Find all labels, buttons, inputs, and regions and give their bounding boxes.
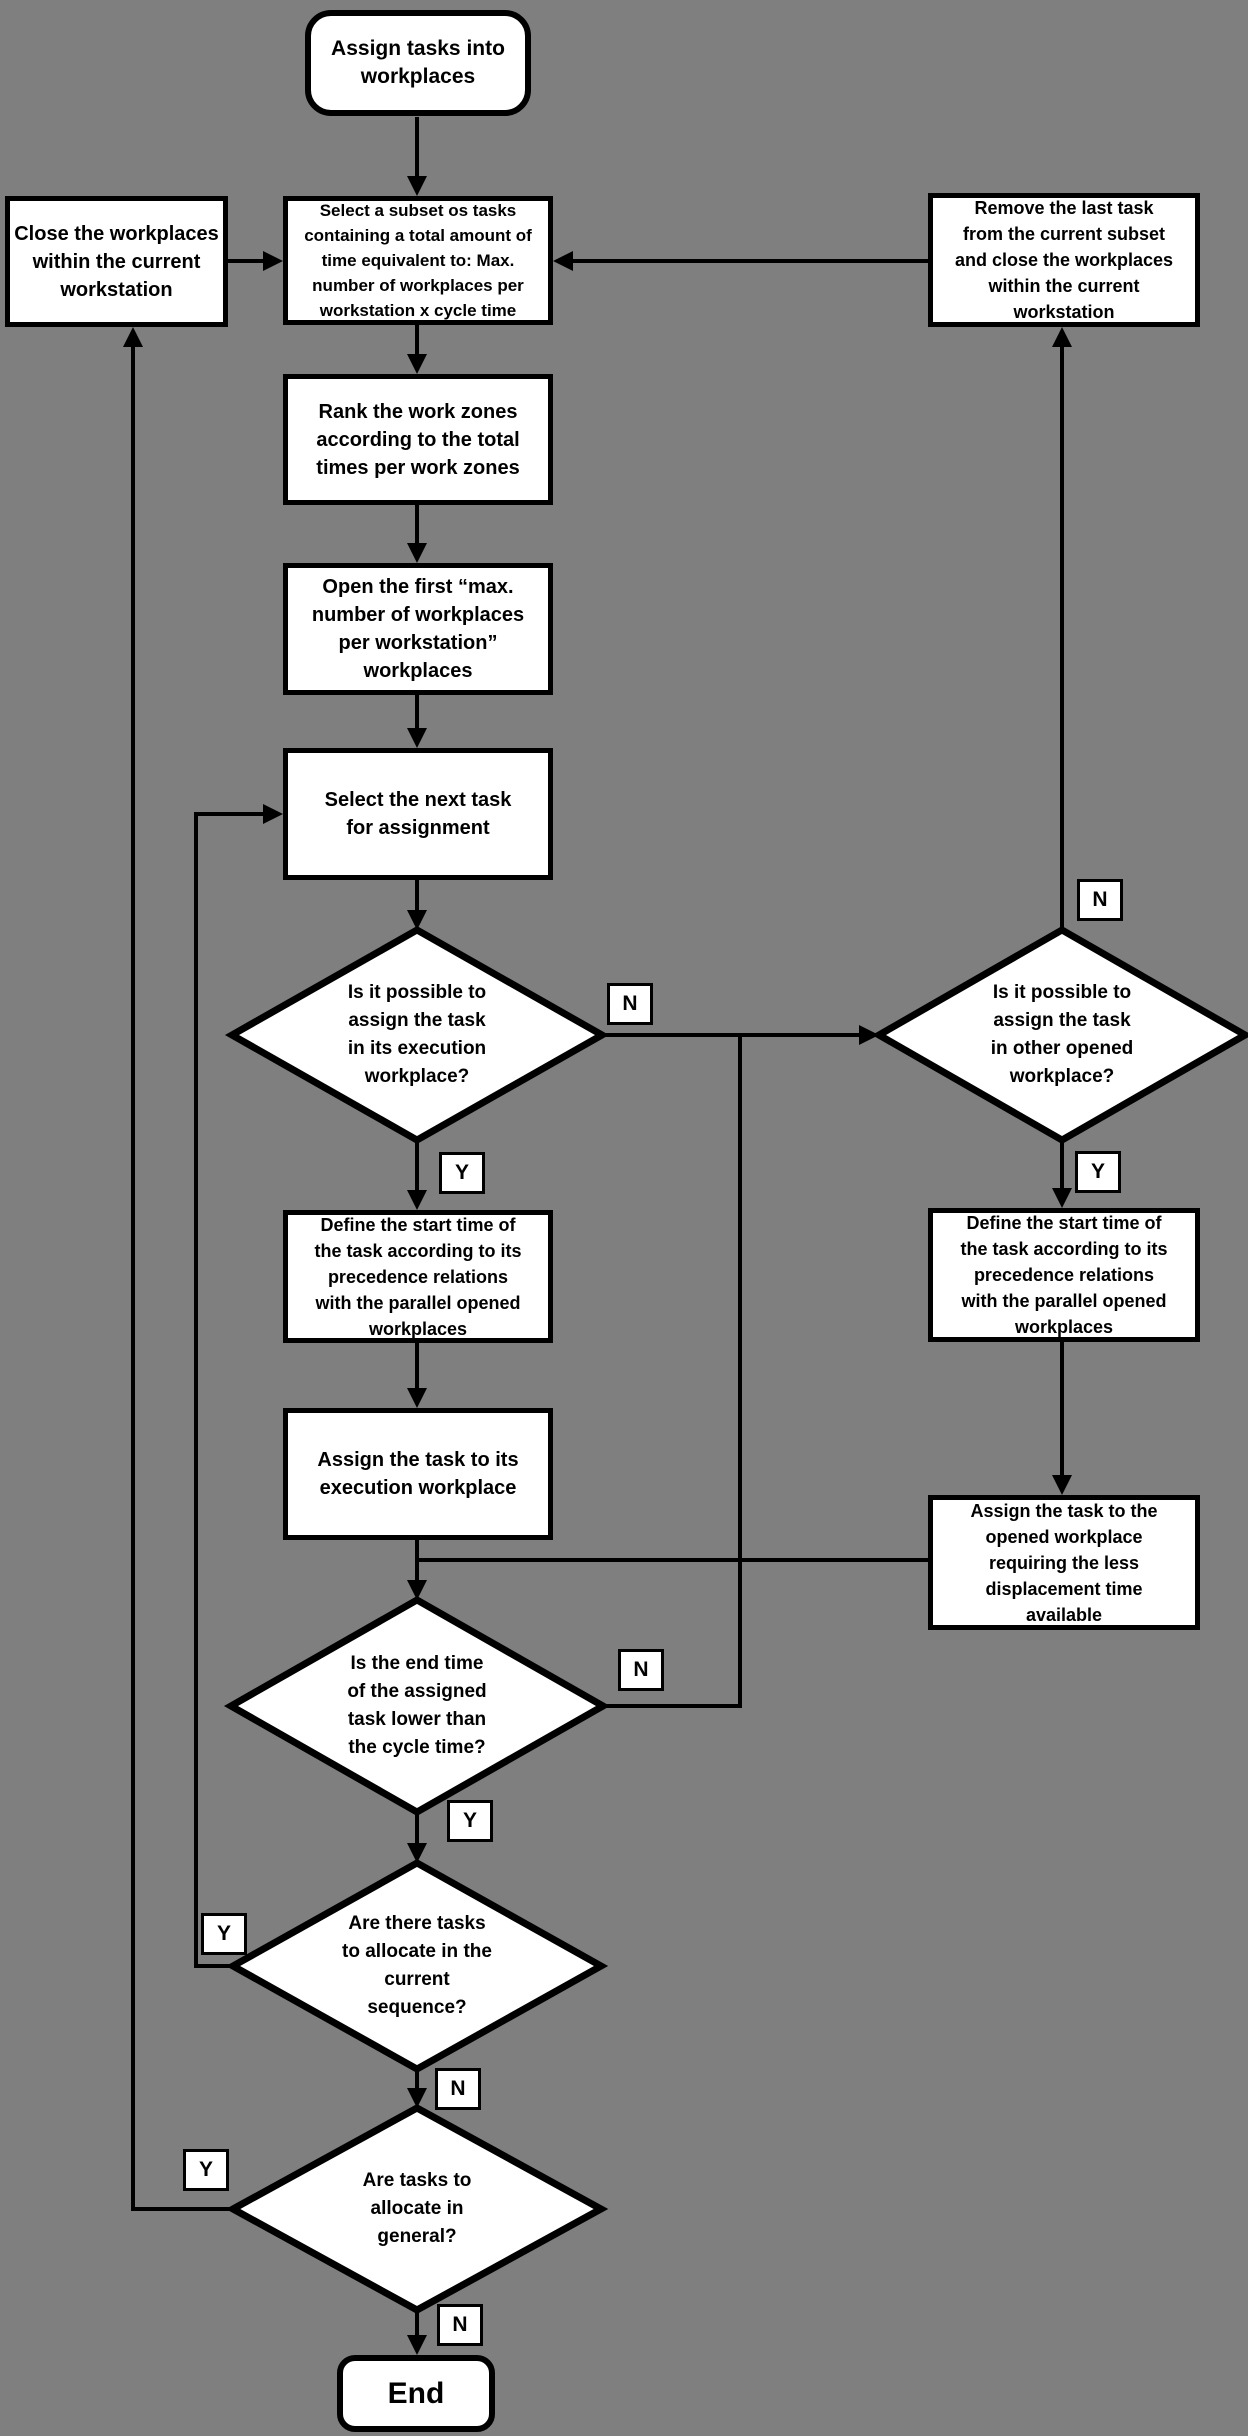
node-open-first-workplaces: Open the first “max. number of workplace… — [283, 563, 553, 695]
diamond-end-time — [223, 1595, 611, 1817]
decision-tasks-sequence-label: Are there tasks to allocate in the curre… — [342, 1913, 492, 2018]
node-close-workplaces: Close the workplaces within the current … — [5, 196, 228, 327]
branch-label-no-end-time: N — [618, 1649, 664, 1691]
node-select-subset: Select a subset os tasks containing a to… — [283, 196, 553, 325]
branch-label-yes-other-workplace: Y — [1075, 1151, 1121, 1193]
decision-exec-workplace-label: Is it possible to assign the task in its… — [347, 982, 487, 1087]
branch-label-yes-end-time: Y — [447, 1800, 493, 1842]
node-start: Assign tasks into workplaces — [305, 10, 531, 116]
diamond-other-workplace — [871, 925, 1248, 1145]
node-end: End — [337, 2355, 495, 2432]
diamond-exec-workplace — [224, 925, 610, 1145]
decision-tasks-general-label: Are tasks to allocate in general? — [362, 2170, 472, 2247]
decision-shapes — [223, 925, 1248, 2314]
diamond-tasks-general — [225, 2104, 609, 2314]
decision-end-time-label: Is the end time of the assigned task low… — [347, 1653, 487, 1758]
node-define-start-time-right: Define the start time of the task accord… — [928, 1208, 1200, 1342]
edge-decision-endtime-no-to-merge — [603, 1035, 742, 1708]
diamond-tasks-sequence — [225, 1858, 609, 2074]
branch-label-no-exec-workplace: N — [607, 983, 653, 1025]
node-assign-exec-workplace: Assign the task to its execution workpla… — [283, 1408, 553, 1540]
edge-decision-general-yes-to-close — [123, 327, 233, 2211]
node-select-next-task: Select the next task for assignment — [283, 748, 553, 880]
branch-label-yes-tasks-sequence: Y — [201, 1913, 247, 1955]
node-remove-last-task: Remove the last task from the current su… — [928, 193, 1200, 327]
branch-label-no-tasks-sequence: N — [435, 2068, 481, 2110]
decision-other-workplace-label: Is it possible to assign the task in oth… — [990, 982, 1134, 1087]
branch-label-no-tasks-general: N — [437, 2304, 483, 2346]
node-rank-work-zones: Rank the work zones according to the tot… — [283, 374, 553, 505]
edges — [123, 117, 1072, 2355]
edge-decision-sequence-yes-to-select-next — [194, 804, 283, 1968]
node-assign-opened-workplace: Assign the task to the opened workplace … — [928, 1495, 1200, 1630]
branch-label-yes-tasks-general: Y — [183, 2149, 229, 2191]
branch-label-yes-exec-workplace: Y — [439, 1152, 485, 1194]
node-define-start-time-left: Define the start time of the task accord… — [283, 1210, 553, 1343]
branch-label-no-other-workplace: N — [1077, 879, 1123, 921]
